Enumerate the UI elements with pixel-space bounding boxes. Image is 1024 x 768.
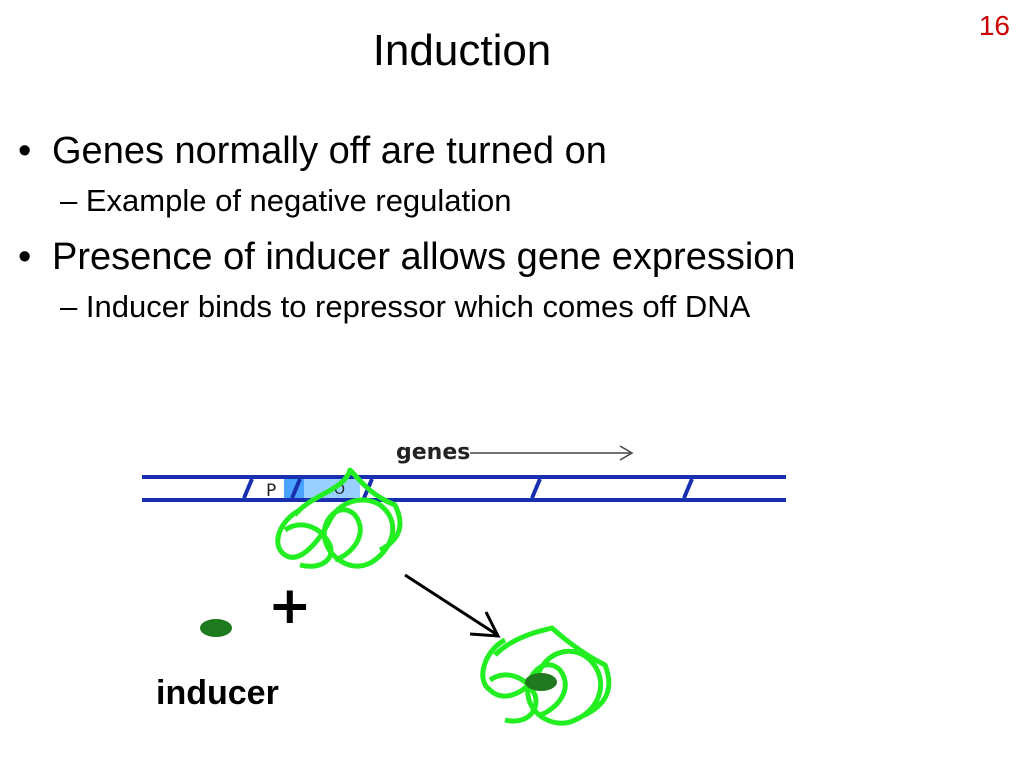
sub-bullet: – Example of negative regulation	[60, 183, 512, 218]
operator-label: O	[334, 482, 345, 498]
genes-label: genes	[396, 440, 471, 465]
inducer-molecule	[200, 619, 232, 637]
bullet-dot: •	[18, 130, 32, 172]
release-arrow-line	[404, 573, 497, 636]
dna-rung	[290, 478, 302, 499]
bullet-list: • Genes normally off are turned on – Exa…	[18, 128, 1008, 340]
inducer-bound-molecule	[525, 673, 557, 691]
repressor-released	[480, 625, 612, 726]
sub-bullet-text: Example of negative regulation	[85, 183, 512, 218]
dna-rung	[530, 478, 542, 499]
release-arrow-head	[469, 611, 501, 638]
slide-title: Induction	[372, 26, 552, 75]
bullet-item: • Genes normally off are turned on	[18, 128, 1008, 174]
bullet-text: Genes normally off are turned on	[52, 130, 607, 172]
promoter-label: P	[266, 481, 276, 501]
bullet-text: Presence of inducer allows gene expressi…	[52, 236, 796, 278]
plus-sign: +	[268, 576, 312, 636]
sub-bullet: – Inducer binds to repressor which comes…	[60, 289, 751, 324]
bullet-item: • Presence of inducer allows gene expres…	[18, 234, 1008, 280]
sub-bullet-text: Inducer binds to repressor which comes o…	[85, 289, 751, 324]
genes-arrow-head	[619, 445, 634, 461]
slide-number: 16	[978, 10, 1010, 41]
bullet-dot: •	[18, 236, 32, 278]
repressor-bound	[275, 467, 403, 569]
promoter-region	[262, 479, 284, 498]
inducer-label: inducer	[156, 674, 279, 712]
dna-rung	[242, 478, 254, 499]
dna-rung	[682, 478, 694, 499]
